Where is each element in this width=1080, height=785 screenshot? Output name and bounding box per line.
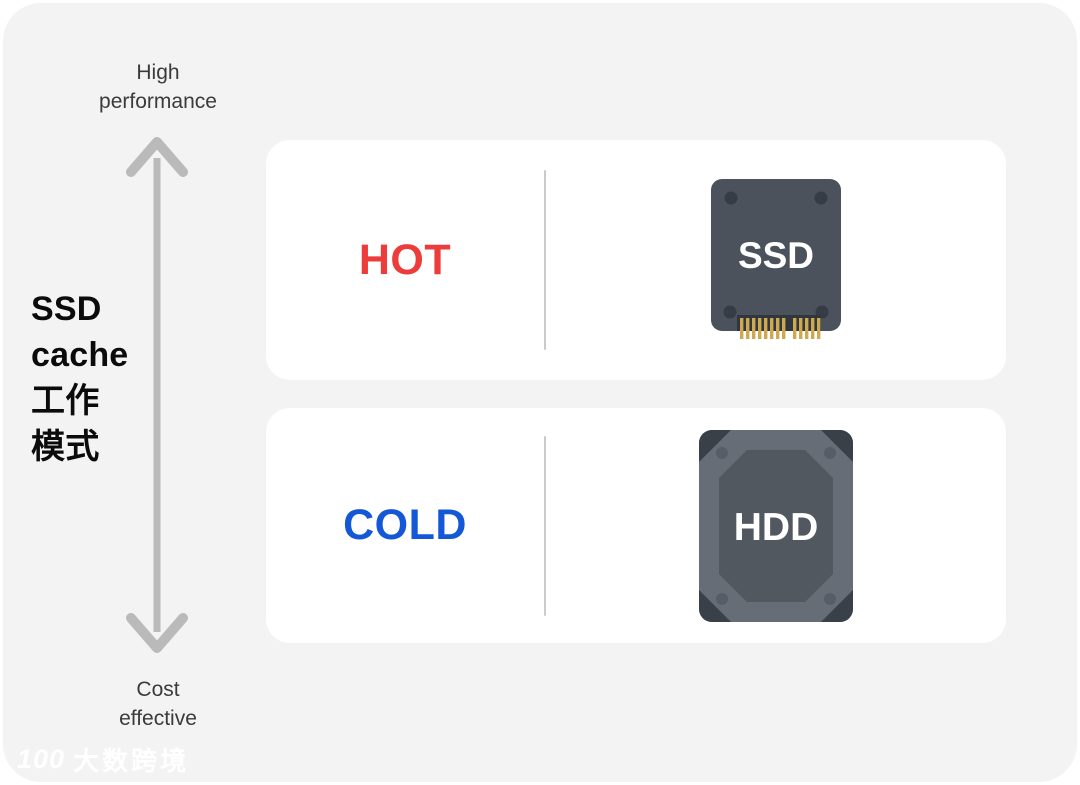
cold-tier-card: COLD xyxy=(266,408,1006,643)
hdd-device-label: HDD xyxy=(734,506,819,549)
axis-top-label: High performance xyxy=(48,58,268,116)
performance-cost-arrow-icon xyxy=(126,137,188,653)
diagram-title-line2: cache xyxy=(31,336,129,374)
ssd-device-label: SSD xyxy=(738,235,814,276)
diagram-title-line1: SSD xyxy=(31,290,102,328)
hdd-icon-zone: HDD xyxy=(546,429,1006,622)
ssd-drive-icon: SSD xyxy=(711,179,841,339)
ssd-icon-zone: SSD xyxy=(546,179,1006,341)
watermark: 100 大数跨境 xyxy=(17,741,189,778)
diagram-canvas: High performance SSD cache 工作 模式 Cost ef… xyxy=(3,3,1077,782)
cold-label-zone: COLD xyxy=(266,501,544,550)
cold-card-divider xyxy=(544,435,546,616)
diagram-title: SSD cache 工作 模式 xyxy=(31,286,128,470)
hot-tier-card: HOT xyxy=(266,140,1006,380)
watermark-logo: 100 xyxy=(17,744,66,774)
diagram-title-line4: 模式 xyxy=(31,428,100,466)
diagram-title-line3: 工作 xyxy=(31,382,100,420)
axis-top-label-line1: High xyxy=(136,61,180,84)
hot-label-zone: HOT xyxy=(266,236,544,285)
hot-card-divider xyxy=(544,170,546,350)
axis-bottom-label-line2: effective xyxy=(119,707,197,730)
hdd-drive-icon: HDD xyxy=(699,429,853,622)
cold-label: COLD xyxy=(343,501,467,549)
axis-bottom-label-line1: Cost xyxy=(136,678,180,701)
hot-label: HOT xyxy=(358,235,452,284)
axis-bottom-label: Cost effective xyxy=(48,675,268,733)
axis-top-label-line2: performance xyxy=(99,90,217,113)
watermark-text: 大数跨境 xyxy=(73,746,190,776)
